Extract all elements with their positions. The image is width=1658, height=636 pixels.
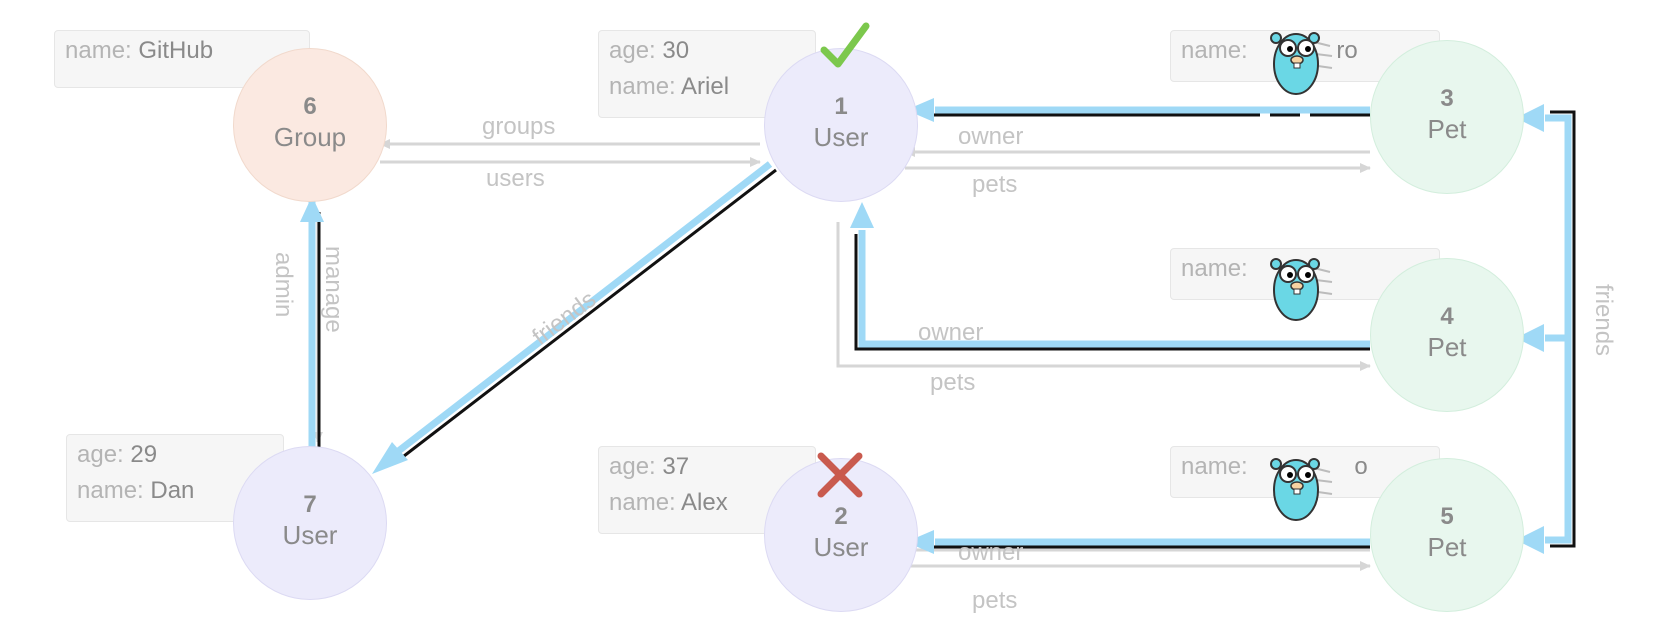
prop-key: name: — [609, 489, 676, 516]
node-type: User — [813, 532, 869, 562]
node-id: 6 — [303, 93, 317, 120]
node-type: Pet — [1427, 532, 1467, 562]
edge-label-admin: admin — [270, 252, 297, 317]
prop-value: 37 — [662, 453, 690, 480]
edge-label-pets-5: pets — [972, 587, 1017, 614]
gopher-mascot-icon — [1270, 258, 1333, 321]
edge-label-owner-4: owner — [918, 319, 983, 346]
node-id: 7 — [303, 491, 317, 518]
gopher-mascot-icon — [1270, 32, 1333, 95]
prop-value: Alex — [681, 489, 728, 516]
edge-friends-5-arrow — [1516, 526, 1544, 554]
node-type: User — [813, 122, 869, 152]
node-6-group[interactable]: 6 Group — [233, 48, 387, 202]
node-type: Pet — [1427, 114, 1467, 144]
edge-friends-4-arrow — [1516, 324, 1544, 352]
check-mark-icon — [820, 22, 870, 68]
prop-key: age: — [77, 441, 124, 468]
prop-value: ro — [1336, 37, 1358, 64]
edge-friends-arrow — [372, 442, 408, 474]
node-id: 2 — [834, 503, 848, 530]
edge-label-users: users — [486, 165, 545, 192]
edge-admin-arrow — [300, 196, 324, 222]
edge-pets-4 — [836, 222, 1371, 371]
prop-value: o — [1354, 453, 1368, 480]
node-type: Group — [273, 122, 347, 152]
edge-label-groups: groups — [482, 113, 555, 140]
prop-key: name: — [1181, 255, 1248, 282]
node-1-user[interactable]: 1 User — [764, 48, 918, 202]
prop-key: name: — [77, 477, 144, 504]
cross-mark-icon — [817, 452, 863, 498]
node-3-pet[interactable]: 3 Pet — [1370, 40, 1524, 194]
prop-value: GitHub — [138, 37, 214, 64]
node-id: 4 — [1440, 303, 1454, 330]
node-id: 1 — [834, 93, 848, 120]
edge-label-friends-right: friends — [1590, 284, 1617, 356]
prop-value: 29 — [130, 441, 158, 468]
node-7-user[interactable]: 7 User — [233, 446, 387, 600]
node-id: 3 — [1440, 85, 1454, 112]
edge-label-pets-3: pets — [972, 171, 1017, 198]
prop-value: Ariel — [681, 73, 730, 100]
edge-owner-3-arrow — [906, 98, 934, 122]
edge-label-owner-5: owner — [958, 539, 1023, 566]
edge-owner-4-arrow — [850, 202, 874, 228]
edge-friends-3-arrow — [1516, 104, 1544, 132]
prop-key: name: — [1181, 37, 1248, 64]
node-4-pet[interactable]: 4 Pet — [1370, 258, 1524, 412]
prop-key: age: — [609, 37, 656, 64]
node-5-pet[interactable]: 5 Pet — [1370, 458, 1524, 612]
prop-key: name: — [609, 73, 676, 100]
node-type: Pet — [1427, 332, 1467, 362]
edge-label-friends-left: friends — [527, 286, 601, 351]
prop-key: age: — [609, 453, 656, 480]
edge-label-owner-3: owner — [958, 123, 1023, 150]
node-2-user[interactable]: 2 User — [764, 458, 918, 612]
edge-label-manage: manage — [320, 246, 347, 333]
prop-key: name: — [65, 37, 132, 64]
prop-value: Dan — [150, 477, 195, 504]
prop-key: name: — [1181, 453, 1248, 480]
prop-value: 30 — [662, 37, 690, 64]
gopher-mascot-icon — [1270, 458, 1333, 521]
edge-label-pets-4: pets — [930, 369, 975, 396]
node-type: User — [282, 520, 338, 550]
edge-owner-5-arrow — [906, 530, 934, 554]
props-node-6: name: GitHub — [54, 30, 310, 88]
node-id: 5 — [1440, 503, 1454, 530]
